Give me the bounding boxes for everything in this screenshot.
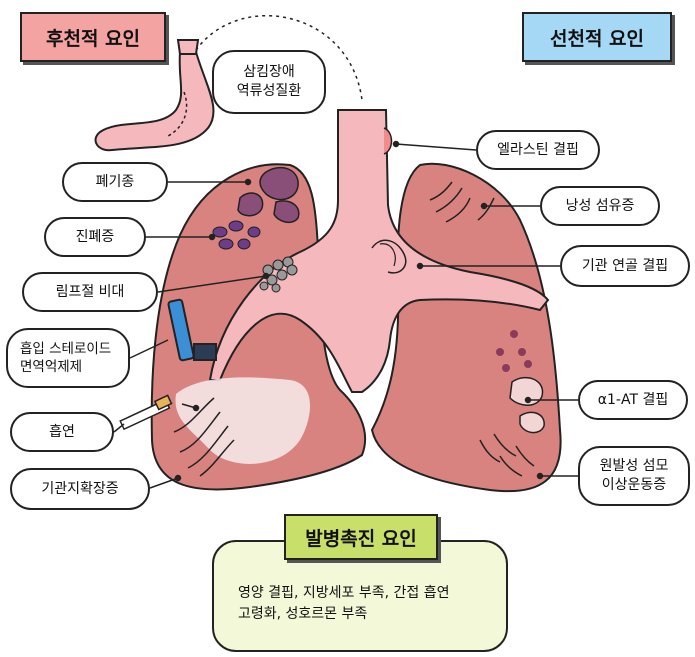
congenital-factors-header: 선천적 요인: [522, 12, 672, 62]
callout-inhaled-steroid-immunosuppressant: 흡입 스테로이드 면역억제제: [6, 328, 130, 388]
precipitating-factors-header: 발병촉진 요인: [284, 514, 438, 560]
right-lung-shape: [372, 164, 561, 491]
callout-elastin-deficiency: 엘라스틴 결핍: [476, 130, 600, 170]
callout-primary-ciliary-dyskinesia: 원발성 섬모 이상운동증: [578, 446, 690, 506]
callout-lymph-node-enlargement: 림프절 비대: [22, 272, 158, 312]
precipitating-factors-text: 영양 결핍, 지방세포 부족, 간접 흡연 고령화, 성호르몬 부족: [238, 583, 449, 625]
stomach-shape: [96, 52, 214, 150]
acquired-factors-header: 후천적 요인: [20, 12, 166, 62]
callout-pneumoconiosis: 진폐증: [44, 217, 146, 257]
callout-cystic-fibrosis: 낭성 섬유증: [540, 186, 660, 226]
callout-emphysema: 폐기종: [62, 162, 168, 202]
callout-swallowing-reflux: 삼킴장애 역류성질환: [212, 50, 326, 114]
callout-tracheal-cartilage-deficiency: 기관 연골 결핍: [560, 245, 690, 287]
callout-bronchiectasis: 기관지확장증: [10, 468, 150, 510]
callout-alpha1-antitrypsin-deficiency: α1-AT 결핍: [578, 380, 688, 420]
callout-smoking: 흡연: [10, 412, 114, 452]
